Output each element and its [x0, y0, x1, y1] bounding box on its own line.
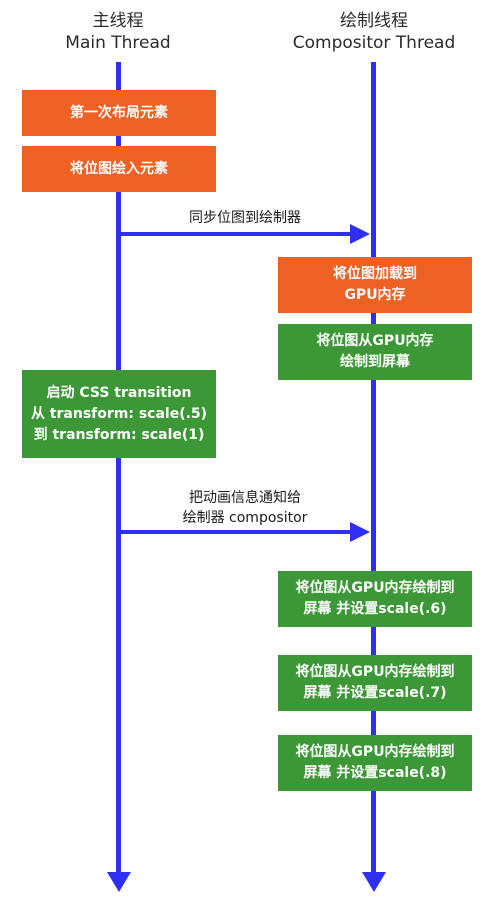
message-notify-animation-line-1: 把动画信息通知给 [189, 490, 301, 506]
main-thread-title-zh: 主线程 [92, 11, 144, 31]
message-notify-animation-line-2: 绘制器 compositor [182, 510, 308, 526]
compositor-thread-title-en: Compositor Thread [292, 33, 456, 53]
compositor-step-scale-07-line-2: 屏幕 并设置scale(.7) [303, 685, 447, 701]
main-step-layout-line-1: 第一次布局元素 [70, 104, 168, 121]
main-step-start-transition-line-3: 到 transform: scale(1) [33, 426, 205, 443]
compositor-step-load-gpu-line-2: GPU内存 [344, 287, 406, 303]
main-step-paint: 将位图绘入元素 [22, 146, 216, 192]
compositor-step-load-gpu-line-1: 将位图加载到 [333, 266, 417, 282]
message-notify-animation-label: 把动画信息通知给 绘制器 compositor [140, 488, 350, 528]
compositor-step-scale-08-line-1: 将位图从GPU内存绘制到 [295, 744, 455, 760]
message-sync-bitmap-arrow [121, 232, 353, 236]
compositor-step-scale-06: 将位图从GPU内存绘制到 屏幕 并设置scale(.6) [278, 571, 472, 627]
message-sync-bitmap-label: 同步位图到绘制器 [140, 208, 350, 228]
compositor-step-scale-07: 将位图从GPU内存绘制到 屏幕 并设置scale(.7) [278, 655, 472, 711]
compositor-step-draw-screen-line-2: 绘制到屏幕 [340, 354, 410, 370]
message-notify-animation-arrowhead [350, 522, 370, 542]
message-notify-animation-arrow [121, 530, 353, 534]
compositor-step-load-gpu: 将位图加载到 GPU内存 [278, 257, 472, 313]
main-thread-header: 主线程 Main Thread [58, 10, 178, 54]
main-step-start-transition-line-2: 从 transform: scale(.5) [30, 405, 208, 422]
main-step-paint-line-1: 将位图绘入元素 [70, 160, 168, 177]
compositor-step-scale-08-line-2: 屏幕 并设置scale(.8) [303, 765, 447, 781]
main-step-start-transition: 启动 CSS transition 从 transform: scale(.5)… [22, 370, 216, 458]
main-thread-lifeline [116, 62, 121, 876]
main-thread-title-en: Main Thread [65, 33, 171, 53]
message-sync-bitmap-line-1: 同步位图到绘制器 [189, 210, 301, 226]
compositor-thread-title-zh: 绘制线程 [340, 11, 408, 31]
compositor-step-scale-06-line-1: 将位图从GPU内存绘制到 [295, 580, 455, 596]
compositor-thread-lifeline-arrowhead [361, 872, 386, 892]
compositor-step-scale-08: 将位图从GPU内存绘制到 屏幕 并设置scale(.8) [278, 735, 472, 791]
main-step-start-transition-line-1: 启动 CSS transition [46, 384, 192, 401]
compositor-step-scale-07-line-1: 将位图从GPU内存绘制到 [295, 664, 455, 680]
compositor-thread-lifeline [371, 62, 376, 876]
main-step-layout: 第一次布局元素 [22, 90, 216, 136]
compositor-thread-header: 绘制线程 Compositor Thread [284, 10, 464, 54]
compositor-step-draw-screen: 将位图从GPU内存 绘制到屏幕 [278, 324, 472, 380]
compositor-step-scale-06-line-2: 屏幕 并设置scale(.6) [303, 601, 447, 617]
message-sync-bitmap-arrowhead [350, 224, 370, 244]
compositor-step-draw-screen-line-1: 将位图从GPU内存 [316, 333, 434, 349]
main-thread-lifeline-arrowhead [106, 872, 131, 892]
